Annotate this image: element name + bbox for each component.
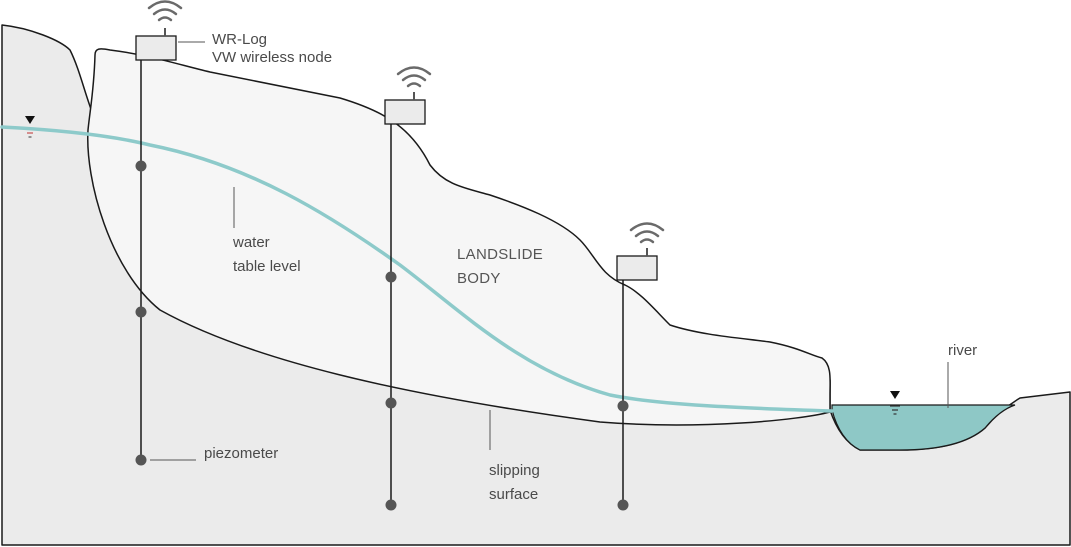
water-level-marker-icon [25, 116, 35, 138]
slipping-surface-label-line1: slipping [489, 462, 540, 479]
river-label: river [948, 342, 977, 359]
piezometer-sensor [617, 499, 629, 511]
monitoring-station-1 [135, 0, 183, 466]
piezometer-sensor [385, 271, 397, 283]
monitoring-station-3 [616, 222, 665, 511]
wireless-node-label-line1: WR-Log [212, 31, 267, 48]
piezometer-sensor [135, 160, 147, 172]
monitoring-station-2 [384, 66, 432, 511]
water-table-label-line2: table level [233, 258, 301, 275]
leader-lines [150, 41, 949, 461]
landslide-body [87, 48, 831, 426]
wifi-icon [629, 222, 665, 244]
wireless-node-box [384, 99, 426, 125]
piezometer-sensor [385, 397, 397, 409]
water-level-marker-icon [890, 391, 900, 415]
piezometer-sensor [617, 400, 629, 412]
wifi-icon [147, 0, 183, 22]
landslide-body-label-line1: LANDSLIDE [457, 246, 543, 263]
piezometer-sensor [135, 454, 147, 466]
piezometer-sensor [135, 306, 147, 318]
wifi-icon [396, 66, 432, 88]
piezometer-label: piezometer [204, 445, 278, 462]
wireless-node-box [135, 35, 177, 61]
piezometer-sensor [385, 499, 397, 511]
wireless-node-label-line2: VW wireless node [212, 49, 332, 66]
water-table-label-line1: water [232, 234, 270, 251]
wireless-node-box [616, 255, 658, 281]
landslide-body-label-line2: BODY [457, 270, 501, 287]
slipping-surface-label-line2: surface [489, 486, 538, 503]
water-table-line [0, 125, 834, 413]
river-water [831, 404, 1016, 451]
